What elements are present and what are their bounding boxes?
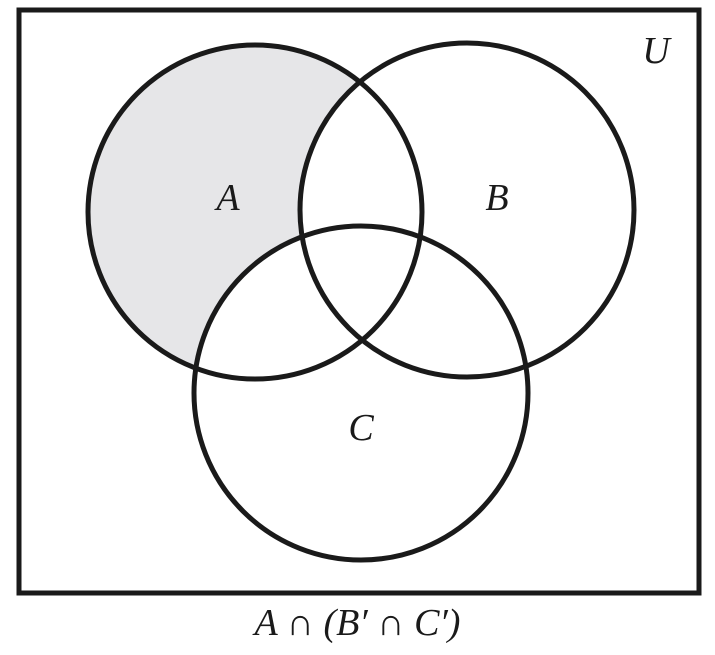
set-a-circle	[85, 42, 425, 382]
set-c-circle	[191, 223, 531, 563]
set-a-label: A	[213, 177, 240, 219]
set-c-label: C	[348, 407, 374, 449]
universe-label: U	[642, 30, 672, 72]
shaded-region-a-only	[88, 45, 422, 379]
set-b-label: B	[485, 177, 508, 219]
expression-caption: A ∩ (B′ ∩ C′)	[254, 602, 461, 644]
universe-box	[16, 7, 702, 596]
set-b-circle	[297, 40, 637, 380]
